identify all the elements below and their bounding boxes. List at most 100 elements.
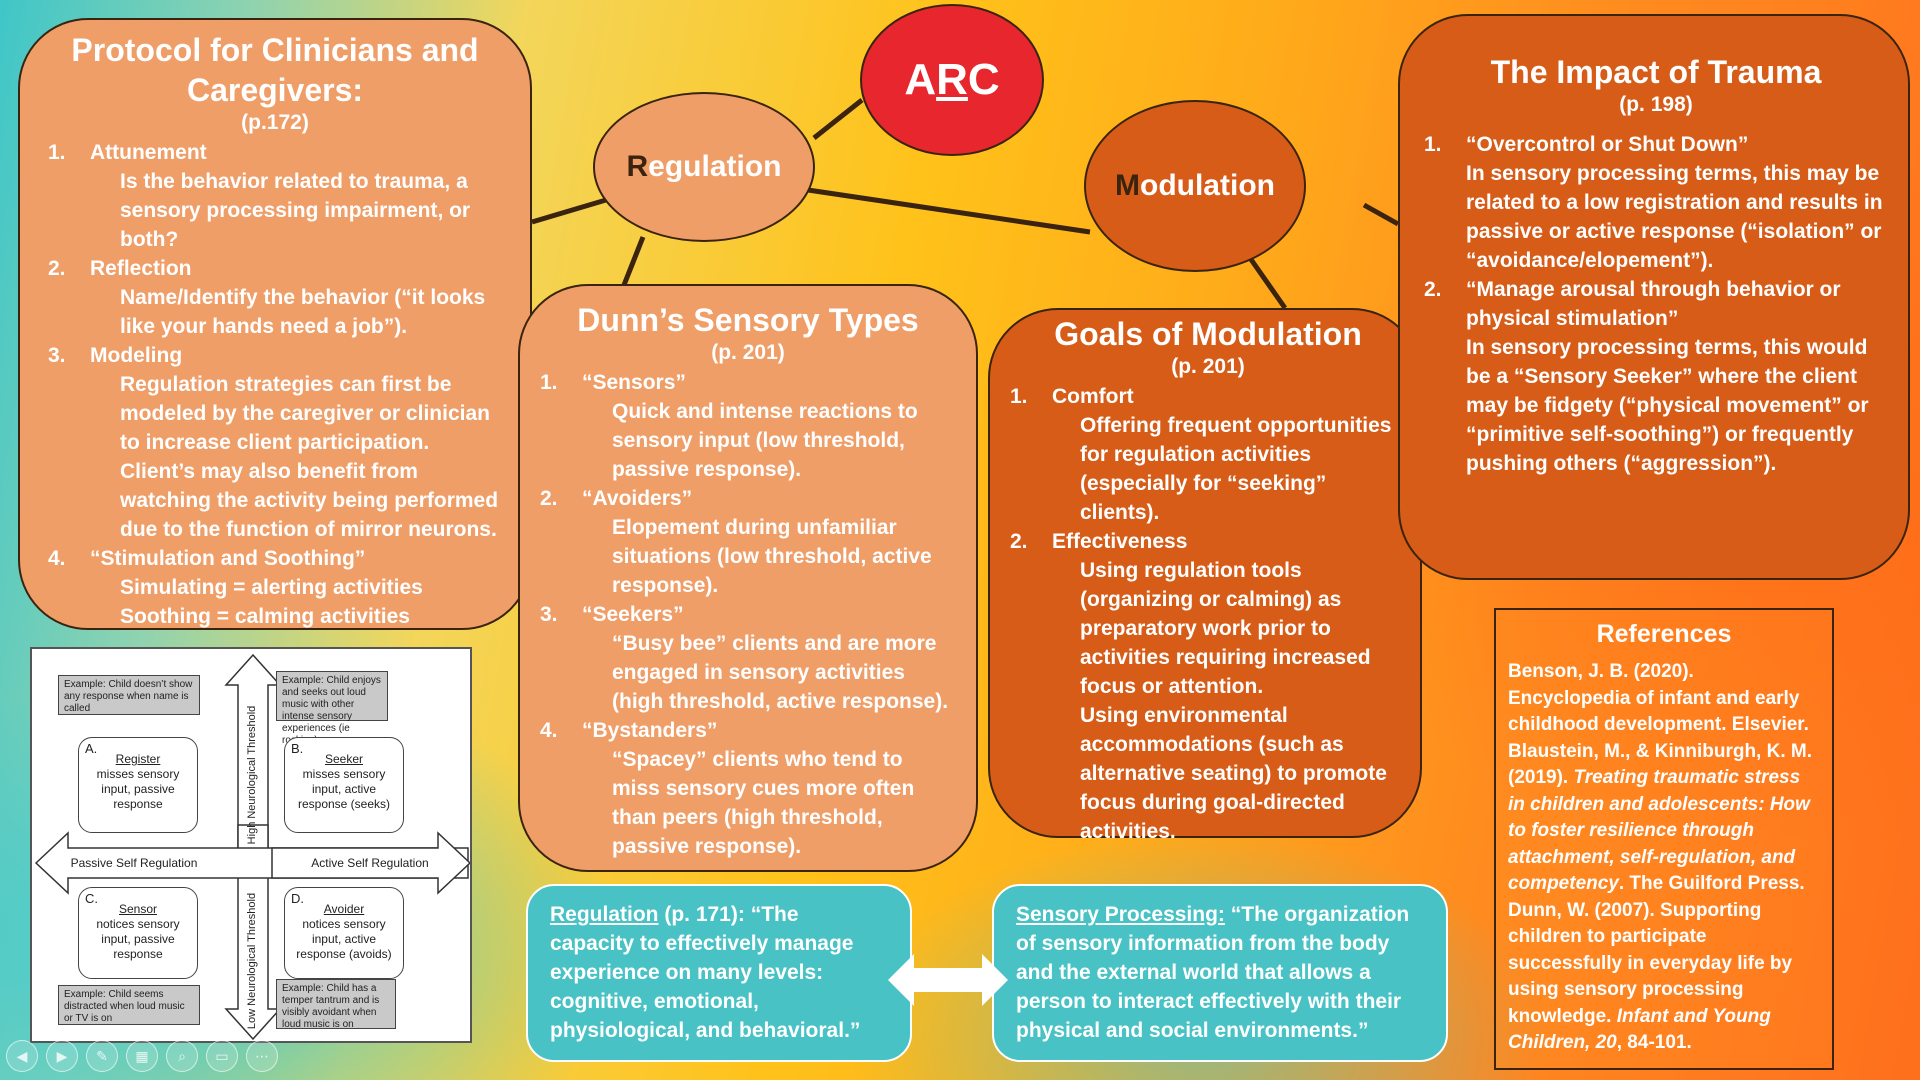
dunn-item-title: “Seekers”: [582, 603, 684, 626]
arc-letter-c: C: [967, 55, 1000, 104]
dunn-item-title: “Avoiders”: [582, 487, 693, 510]
goals-title: Goals of Modulation: [1054, 316, 1362, 352]
slideshow-toolbar: ◀ ▶ ✎ ▦ ⌕ ▭ ⋯: [6, 1040, 278, 1072]
trauma-box: The Impact of Trauma (p. 198) 1.“Overcon…: [1398, 14, 1910, 580]
protocol-item-number: 2.: [48, 257, 66, 280]
regulation-term: Regulation: [550, 903, 659, 926]
quadrant-b-desc: misses sensory input, active response (s…: [297, 767, 391, 811]
quadrant-b-seeker: B. Seeker misses sensory input, active r…: [284, 737, 404, 833]
dunn-item-number: 1.: [540, 371, 558, 394]
reference-entry: Benson, J. B. (2020). Encyclopedia of in…: [1508, 661, 1809, 735]
trauma-list: 1. “Overcontrol or Shut Down” In sensory p…: [1424, 130, 1888, 478]
quadrant-arrows: [34, 653, 470, 1041]
trauma-item-description: In sensory processing terms, this may be…: [1466, 162, 1883, 272]
protocol-page: (p.172): [241, 111, 309, 134]
double-arrow-icon: [888, 954, 1008, 1006]
dunn-item-number: 2.: [540, 487, 558, 510]
dunn-item-heading: 1. “Sensors”: [540, 368, 956, 397]
protocol-item-heading: 2. Reflection: [48, 254, 502, 283]
protocol-item-description: Name/Identify the behavior (“it looks li…: [120, 286, 486, 338]
modulation-rest: odulation: [1140, 169, 1275, 202]
protocol-item-title: “Stimulation and Soothing”: [90, 547, 366, 570]
high-threshold-label: High Neurological Threshold: [246, 705, 258, 845]
protocol-box: Protocol for Clinicians and Caregivers: …: [18, 18, 532, 630]
goals-item-title: Comfort: [1052, 385, 1134, 408]
protocol-item-heading: 3. Modeling: [48, 341, 502, 370]
quadrant-d-letter: D.: [291, 891, 304, 906]
sensory-term: Sensory Processing:: [1016, 903, 1225, 926]
protocol-item-description: Client’s may also benefit from watching …: [120, 460, 499, 541]
arc-letter-r: R: [936, 55, 968, 104]
previous-slide-icon[interactable]: ◀: [6, 1040, 38, 1072]
dunn-item-number: 4.: [540, 719, 558, 742]
references-box: References Benson, J. B. (2020). Encyclo…: [1494, 608, 1834, 1070]
goals-item-title: Effectiveness: [1052, 530, 1188, 553]
references-title: References: [1596, 620, 1732, 648]
references-list: Benson, J. B. (2020). Encyclopedia of in…: [1508, 659, 1820, 1057]
subtitles-icon[interactable]: ▭: [206, 1040, 238, 1072]
example-c: Example: Child seems distracted when lou…: [58, 985, 200, 1025]
dunn-item-heading: 3. “Seekers”: [540, 600, 956, 629]
trauma-item-number: 1.: [1424, 133, 1442, 156]
protocol-item-description: Regulation strategies can first be model…: [120, 373, 490, 454]
dunn-title: Dunn’s Sensory Types: [577, 302, 919, 338]
trauma-page: (p. 198): [1619, 93, 1693, 116]
reference-entry: Dunn, W. (2007). Supporting children to …: [1508, 899, 1793, 1054]
slides-grid-icon[interactable]: ▦: [126, 1040, 158, 1072]
dunn-item-title: “Sensors”: [582, 371, 686, 394]
trauma-item-title: “Overcontrol or Shut Down”: [1466, 133, 1749, 156]
dunn-list: 1.“Sensors”Quick and intense reactions t…: [540, 368, 956, 861]
protocol-item-title: Attunement: [90, 141, 207, 164]
protocol-item-heading: 1.Attunement: [48, 138, 502, 167]
quadrant-c-desc: notices sensory input, passive response: [96, 917, 180, 961]
goals-item-description: Using regulation tools (organizing or ca…: [1080, 559, 1371, 698]
quadrant-d-desc: notices sensory input, active response (…: [296, 917, 392, 961]
example-b: Example: Child enjoys and seeks out loud…: [276, 671, 388, 746]
dunn-item-heading: 2. “Avoiders”: [540, 484, 956, 513]
quadrant-d-avoider: D. Avoider notices sensory input, active…: [284, 887, 404, 979]
quadrant-a-name: Register: [115, 752, 161, 766]
goals-item-heading: 2. Effectiveness: [1010, 527, 1406, 556]
dunn-item-description: Elopement during unfamiliar situations (…: [612, 516, 932, 597]
example-d: Example: Child has a temper tantrum and …: [276, 979, 396, 1030]
more-options-icon[interactable]: ⋯: [246, 1040, 278, 1072]
pen-icon[interactable]: ✎: [86, 1040, 118, 1072]
goals-item-description: Offering frequent opportunities for regu…: [1080, 414, 1392, 524]
dunn-item-description: “Busy bee” clients and are more engaged …: [612, 632, 949, 713]
quadrant-a-letter: A.: [85, 741, 98, 756]
trauma-item-heading: 1. “Overcontrol or Shut Down”: [1424, 130, 1888, 159]
quadrant-b-letter: B.: [291, 741, 304, 756]
goals-item-description: Using environmental accommodations (such…: [1080, 704, 1387, 843]
protocol-item-description: Simulating = alerting activities: [120, 576, 423, 599]
trauma-item-heading: 2. “Manage arousal through behavior or ph…: [1424, 275, 1888, 333]
protocol-item-number: 4.: [48, 547, 66, 570]
zoom-icon[interactable]: ⌕: [166, 1040, 198, 1072]
protocol-title: Protocol for Clinicians and Caregivers:: [71, 32, 479, 108]
trauma-item-number: 2.: [1424, 278, 1442, 301]
regulation-definition-box: Regulation (p. 171): “The capacity to ef…: [526, 884, 912, 1062]
goals-item-number: 2.: [1010, 530, 1028, 553]
protocol-item-title: Modeling: [90, 344, 183, 367]
goals-item-number: 1.: [1010, 385, 1028, 408]
arc-letter-a: A: [904, 55, 937, 104]
sensory-definition-box: Sensory Processing: “The organization of…: [992, 884, 1448, 1062]
example-a: Example: Child doesn’t show any response…: [58, 675, 200, 715]
dunn-box: Dunn’s Sensory Types (p. 201) 1. “Sensors…: [518, 284, 978, 872]
trauma-item-title: “Manage arousal through behavior or phys…: [1466, 278, 1841, 330]
protocol-item-title: Reflection: [90, 257, 192, 280]
protocol-item-description: Is the behavior related to trauma, a sen…: [120, 170, 471, 251]
regulation-def-page: (p. 171):: [658, 903, 751, 926]
trauma-item-description: In sensory processing terms, this would …: [1466, 336, 1869, 475]
quadrant-c-sensor: C. Sensor notices sensory input, passive…: [78, 887, 198, 979]
protocol-item-number: 3.: [48, 344, 66, 367]
dunn-page: (p. 201): [711, 341, 785, 364]
next-slide-icon[interactable]: ▶: [46, 1040, 78, 1072]
regulation-first-letter: R: [626, 150, 649, 183]
regulation-rest: egulation: [648, 150, 782, 183]
goals-page: (p. 201): [1171, 355, 1245, 378]
dunn-item-title: “Bystanders”: [582, 719, 718, 742]
dunn-item-number: 3.: [540, 603, 558, 626]
